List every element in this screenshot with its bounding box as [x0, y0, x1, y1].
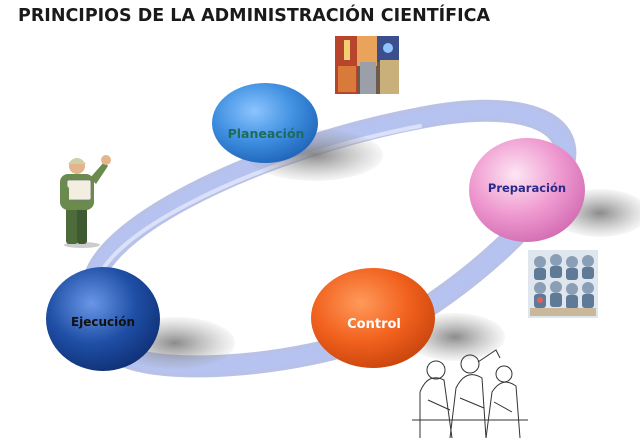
node-label-control: Control	[347, 317, 401, 332]
node-ejecucion: Ejecución	[46, 267, 160, 371]
industrial-photo	[335, 36, 399, 94]
people-photo	[528, 250, 598, 318]
node-control: Control	[311, 268, 435, 368]
node-planeacion: Planeación	[212, 83, 318, 163]
page-title: PRINCIPIOS DE LA ADMINISTRACIÓN CIENTÍFI…	[18, 6, 491, 26]
node-label-ejecucion: Ejecución	[71, 315, 135, 329]
node-label-planeacion: Planeación	[228, 126, 305, 141]
node-preparacion: Preparación	[469, 138, 585, 242]
worker-clipart	[60, 155, 111, 248]
sketch-drawing	[412, 349, 528, 439]
node-label-preparacion: Preparación	[488, 181, 566, 195]
